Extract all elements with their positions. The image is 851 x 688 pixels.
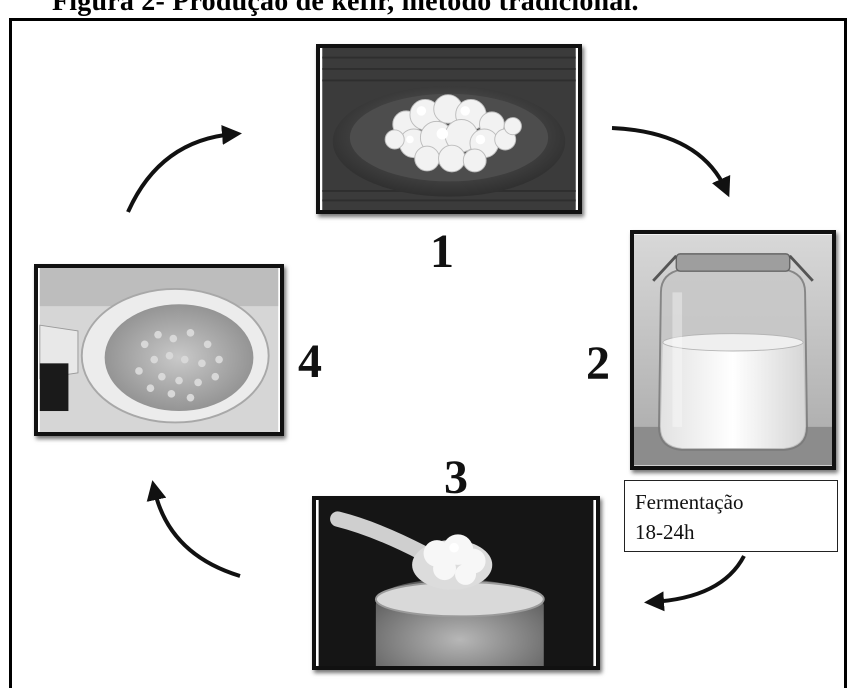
step-4-number: 4 (298, 335, 322, 388)
step-1-number: 1 (430, 225, 454, 278)
fermentation-label: Fermentação (635, 490, 744, 514)
fermentation-duration: 18-24h (635, 520, 695, 544)
grains-in-strainer-icon (39, 268, 279, 432)
diagram-frame (9, 18, 847, 688)
step-4-photo (34, 264, 284, 436)
step-2-number: 2 (586, 337, 610, 390)
step-3-photo (312, 496, 600, 670)
figure-caption: Figura 2- Produção de kefir, método trad… (52, 0, 639, 17)
fermentation-note: Fermentação 18-24h (624, 480, 838, 552)
step-3-number: 3 (444, 451, 468, 504)
step-2-photo (630, 230, 836, 470)
milk-jar-icon (634, 234, 832, 466)
kefir-grains-on-plate-icon (322, 48, 576, 210)
kefir-spoon-jar-icon (318, 500, 594, 666)
step-1-photo (316, 44, 582, 214)
